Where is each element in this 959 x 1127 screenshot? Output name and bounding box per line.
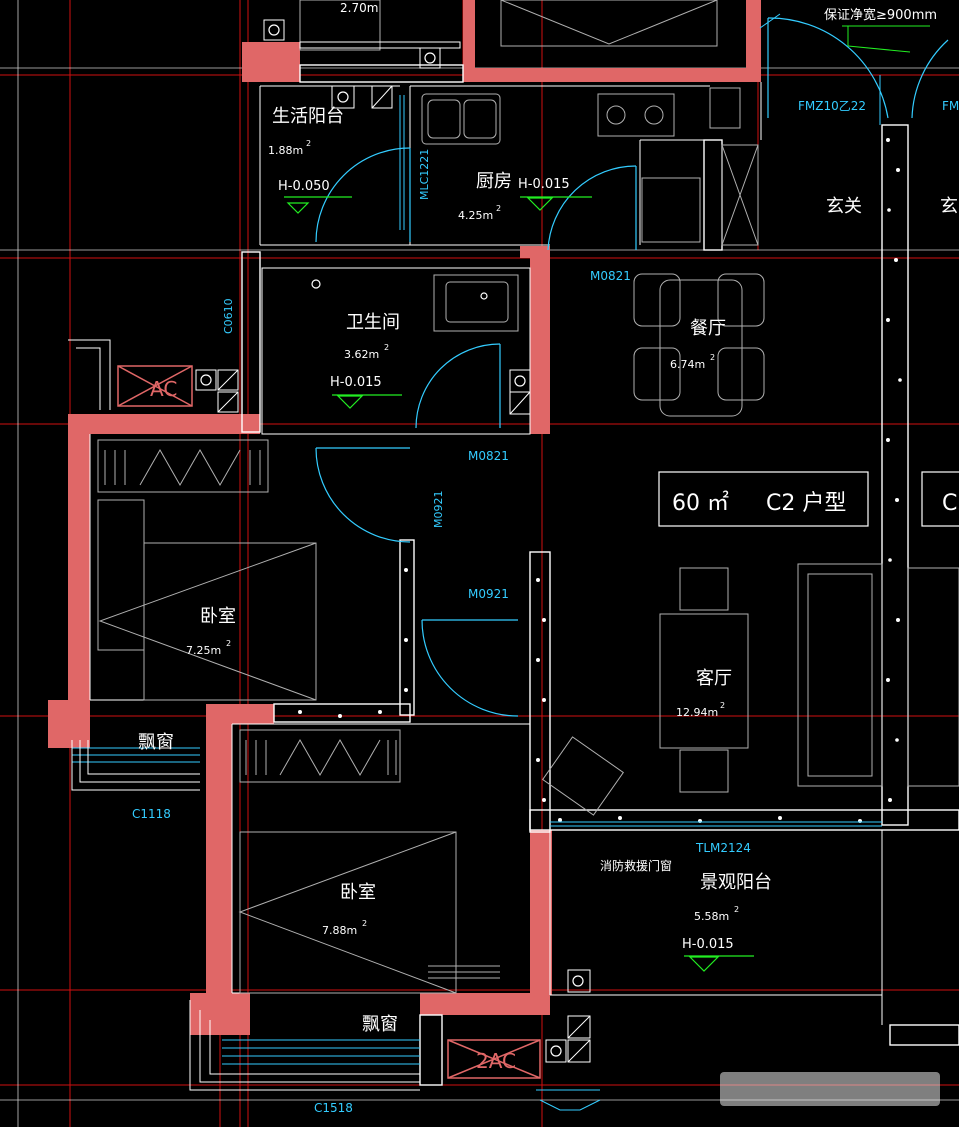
window-code-c1518: C1518 bbox=[314, 1101, 353, 1115]
unit-area-label: 60 ㎡ bbox=[672, 490, 729, 516]
bay-window-1-label: 飘窗 bbox=[138, 732, 174, 753]
door-code-fmz1: FMZ10乙22 bbox=[798, 99, 866, 113]
bedroom2-sq: 2 bbox=[362, 919, 367, 928]
dining-name: 餐厅 bbox=[690, 318, 726, 339]
unit-type-box bbox=[658, 471, 869, 527]
annotation-leaders bbox=[842, 25, 930, 53]
bathroom-area: 3.62m bbox=[344, 348, 379, 361]
dining-sq: 2 bbox=[710, 353, 715, 362]
bedroom2-area: 7.88m bbox=[322, 924, 357, 937]
door-code-m0921-a: M0921 bbox=[432, 491, 445, 529]
door-code-m0821-kitchen: M0821 bbox=[590, 269, 631, 283]
dining-area: 6.74m bbox=[670, 358, 705, 371]
living-name: 客厅 bbox=[696, 668, 732, 689]
view-balcony-area: 5.58m bbox=[694, 910, 729, 923]
windows bbox=[72, 75, 882, 1065]
unit-type-label-next: C2 bbox=[942, 491, 959, 516]
level-markers bbox=[284, 196, 754, 972]
kitchen-area: 4.25m bbox=[458, 209, 493, 222]
bathroom-name: 卫生间 bbox=[346, 312, 400, 333]
utility-balcony-name: 生活阳台 bbox=[272, 106, 344, 127]
living-sq: 2 bbox=[720, 701, 725, 710]
bottom-watermark bbox=[720, 1072, 940, 1106]
bedroom2-name: 卧室 bbox=[340, 882, 376, 903]
wardrobe-marks bbox=[104, 448, 500, 979]
window-code-c1118: C1118 bbox=[132, 807, 171, 821]
kitchen-level: H-0.015 bbox=[518, 177, 570, 192]
bathroom-sq: 2 bbox=[384, 343, 389, 352]
door-code-m0921-b: M0921 bbox=[468, 587, 509, 601]
bedroom1-name: 卧室 bbox=[200, 606, 236, 627]
top-room-area: 2.70m bbox=[340, 1, 378, 15]
entry-name-partial: 玄 bbox=[940, 196, 958, 217]
fire-rescue-door-note: 消防救援门窗 bbox=[600, 858, 672, 873]
bay-window-2-label: 飘窗 bbox=[362, 1014, 398, 1035]
bedroom1-area: 7.25m bbox=[186, 644, 221, 657]
view-balcony-level: H-0.015 bbox=[682, 937, 734, 952]
utility-balcony-level: H-0.050 bbox=[278, 179, 330, 194]
bay-window-frames bbox=[68, 339, 420, 1091]
view-balcony-sq: 2 bbox=[734, 905, 739, 914]
view-balcony-name: 景观阳台 bbox=[700, 872, 772, 893]
bedroom1-sq: 2 bbox=[226, 639, 231, 648]
living-area: 12.94m bbox=[676, 706, 718, 719]
kitchen-sq: 2 bbox=[496, 204, 501, 213]
unit-type-label: C2 户型 bbox=[766, 491, 846, 516]
door-code-fmz2: FM bbox=[942, 99, 959, 113]
utility-balcony-area: 1.88m bbox=[268, 144, 303, 157]
window-code-c0610: C0610 bbox=[222, 298, 235, 334]
door-code-m0821-bath: M0821 bbox=[468, 449, 509, 463]
ac-units bbox=[117, 365, 541, 1079]
drain-circles bbox=[200, 24, 584, 1057]
utility-balcony-sq: 2 bbox=[306, 139, 311, 148]
ac-label-small: AC bbox=[150, 377, 177, 401]
window-code-mlc1221: MLC1221 bbox=[418, 149, 431, 200]
entry-name: 玄关 bbox=[826, 196, 862, 217]
furniture bbox=[97, 0, 959, 994]
balcony-edge bbox=[536, 13, 781, 1111]
door-code-tlm2124: TLM2124 bbox=[695, 841, 751, 855]
kitchen-name: 厨房 bbox=[476, 171, 512, 192]
bathroom-level: H-0.015 bbox=[330, 375, 382, 390]
door-swings bbox=[315, 17, 949, 717]
walls bbox=[48, 0, 761, 1035]
shafts bbox=[195, 19, 591, 1063]
unit-type-box-next bbox=[921, 471, 959, 527]
hatch-dots bbox=[298, 138, 902, 823]
ac-label-big: 2AC bbox=[476, 1049, 516, 1073]
top-width-note: 保证净宽≥900mm bbox=[824, 7, 937, 23]
